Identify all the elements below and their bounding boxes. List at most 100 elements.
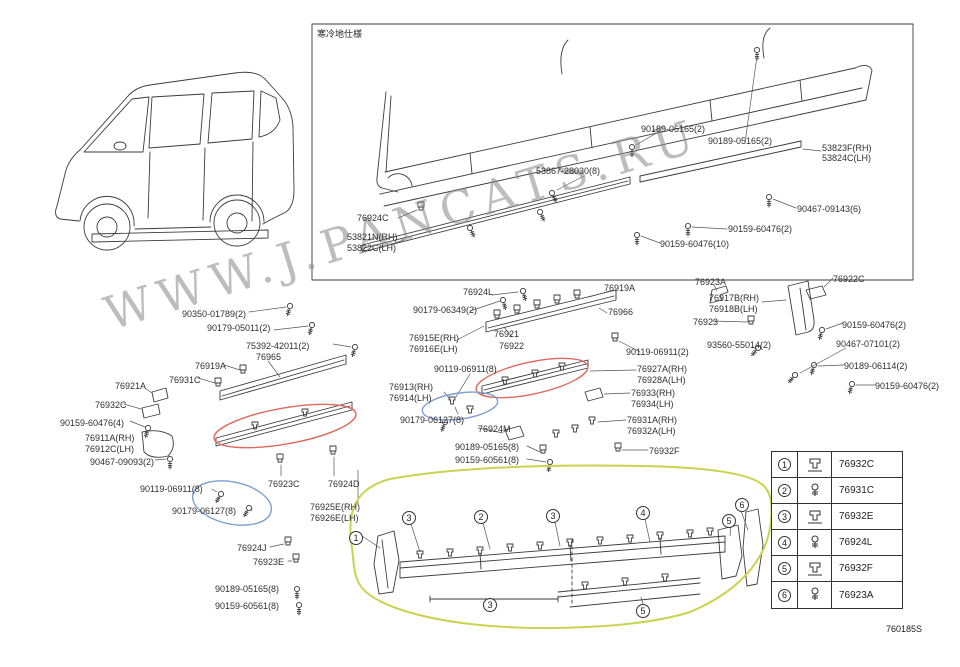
clip-icon — [686, 529, 694, 538]
clip-icon — [533, 299, 541, 309]
part-number-label: 90159-60476(4) — [60, 418, 125, 428]
part-number-label: 76912C(LH) — [85, 444, 135, 454]
fastener-icon-cell — [798, 530, 832, 555]
bolt-icon — [519, 287, 529, 302]
fastener-icon-cell — [798, 478, 832, 503]
row-number-badge: 2 — [778, 484, 791, 497]
leader-lines — [123, 277, 876, 562]
part-number-label: 76915E(RH) — [409, 333, 460, 343]
part-number-label: 90119-06911(8) — [434, 364, 497, 374]
callout-number: 1 — [349, 531, 363, 545]
diagram-id: 760185S — [886, 624, 923, 634]
fastener-icon-cell — [798, 452, 832, 477]
part-number-label: 90189-06114(2) — [844, 361, 908, 371]
row-number-cell: 6 — [772, 582, 798, 608]
part-number-label: 90159-60476(2) — [728, 224, 793, 234]
clip-icon — [446, 548, 454, 557]
part-number-label: 90159-60476(10) — [660, 239, 730, 249]
part-number-label: 76924J — [237, 543, 267, 553]
clip-icon — [661, 573, 669, 582]
part-number-label: 90179-05011(2) — [207, 323, 271, 333]
callout-number: 3 — [546, 509, 560, 523]
bolt-icon — [816, 326, 826, 341]
fastener-table-row: 1 76932C — [772, 452, 902, 478]
part-number-cell: 76932C — [839, 459, 875, 470]
blue-highlight-ellipse — [421, 391, 499, 421]
part-number-label: 76921 — [494, 329, 520, 339]
part-number-label: 90179-06127(8) — [400, 415, 465, 425]
part-number-label: 90189-05165(2) — [641, 124, 706, 134]
row-number-cell: 2 — [772, 478, 798, 503]
clip-icon — [614, 442, 622, 452]
bolt-icon — [786, 370, 800, 385]
assembly-drawing — [361, 508, 764, 608]
part-number-cell: 76923A — [839, 589, 874, 601]
part-number-label: 90159-60476(2) — [875, 381, 940, 391]
clip-icon — [706, 527, 714, 536]
bolt-icon — [349, 343, 359, 358]
part-number-label: 76911A(RH) — [85, 433, 135, 443]
row-number-badge: 5 — [778, 562, 791, 575]
part-number-label: 90467-09143(6) — [797, 204, 862, 214]
push-clip-icon — [807, 458, 822, 471]
clip-icon — [596, 536, 604, 545]
clip-icon — [588, 416, 596, 425]
part-number-label: 90179-06349(2) — [413, 305, 478, 315]
screw-clip-icon — [811, 535, 818, 548]
row-number-cell: 1 — [772, 452, 798, 477]
clip-icon — [292, 553, 300, 563]
row-number-cell: 5 — [772, 556, 798, 581]
part-number-label: 90119-06911(2) — [626, 347, 689, 357]
part-number-label: 76932F — [649, 446, 680, 456]
bolt-icon — [306, 321, 316, 336]
part-number-label: 76931A(RH) — [627, 415, 678, 425]
callout-number: 5 — [722, 514, 736, 528]
annotation-marks — [191, 357, 773, 629]
part-number-cell: 76932F — [839, 563, 873, 574]
red-highlight-ellipse — [213, 403, 357, 449]
callout-number: 3 — [483, 598, 497, 612]
part-number-label: 76923E — [253, 557, 285, 567]
blue-highlight-ellipse — [191, 480, 273, 526]
inset-spec-tag: 寒冷地仕様 — [317, 29, 363, 39]
part-number-label: 76931C — [169, 375, 201, 385]
part-number-label: 76922C — [833, 274, 865, 284]
row-number-badge: 6 — [778, 588, 791, 602]
part-number-label: 76917B(RH) — [709, 293, 760, 303]
part-number-label: 76923A — [695, 277, 727, 287]
part-number-label: 90119-06911(8) — [140, 484, 203, 494]
inset-diagram — [311, 23, 914, 281]
bolt-icon — [284, 302, 294, 317]
clip-icon — [611, 332, 619, 342]
clip-icon — [506, 543, 514, 552]
part-number-label: 90467-07101(2) — [836, 339, 901, 349]
clip-icon — [553, 294, 561, 304]
part-number-label: 90189-05165(8) — [215, 584, 280, 594]
part-number-label: 76924M — [478, 424, 511, 434]
bolt-icon — [213, 489, 226, 505]
part-number-label: 76913(RH) — [389, 382, 434, 392]
part-number-label: 76934(LH) — [631, 399, 674, 409]
part-number-label: 75392-42011(2) — [246, 341, 310, 351]
part-number-label: 53824C(LH) — [822, 153, 872, 163]
part-number-label: 76924L — [463, 287, 494, 297]
clip-icon — [276, 453, 284, 463]
clip-icon — [329, 445, 337, 455]
part-number-label: 76914(LH) — [389, 393, 432, 403]
green-highlight-outline — [349, 464, 773, 629]
clip-icon — [621, 577, 629, 586]
part-number-label: 76925E(RH) — [310, 502, 361, 512]
clip-icon — [581, 581, 589, 590]
clip-icon — [539, 444, 547, 454]
part-number-label: 76916E(LH) — [409, 344, 458, 354]
screw-clip-icon — [811, 587, 818, 600]
part-number-label: 76922 — [499, 341, 525, 351]
fastener-icon-cell — [798, 582, 832, 608]
clip-icon — [747, 315, 755, 325]
part-number-label: 90159-60561(8) — [455, 455, 520, 465]
clip-icon — [513, 304, 521, 314]
callout-number: 3 — [402, 511, 416, 525]
